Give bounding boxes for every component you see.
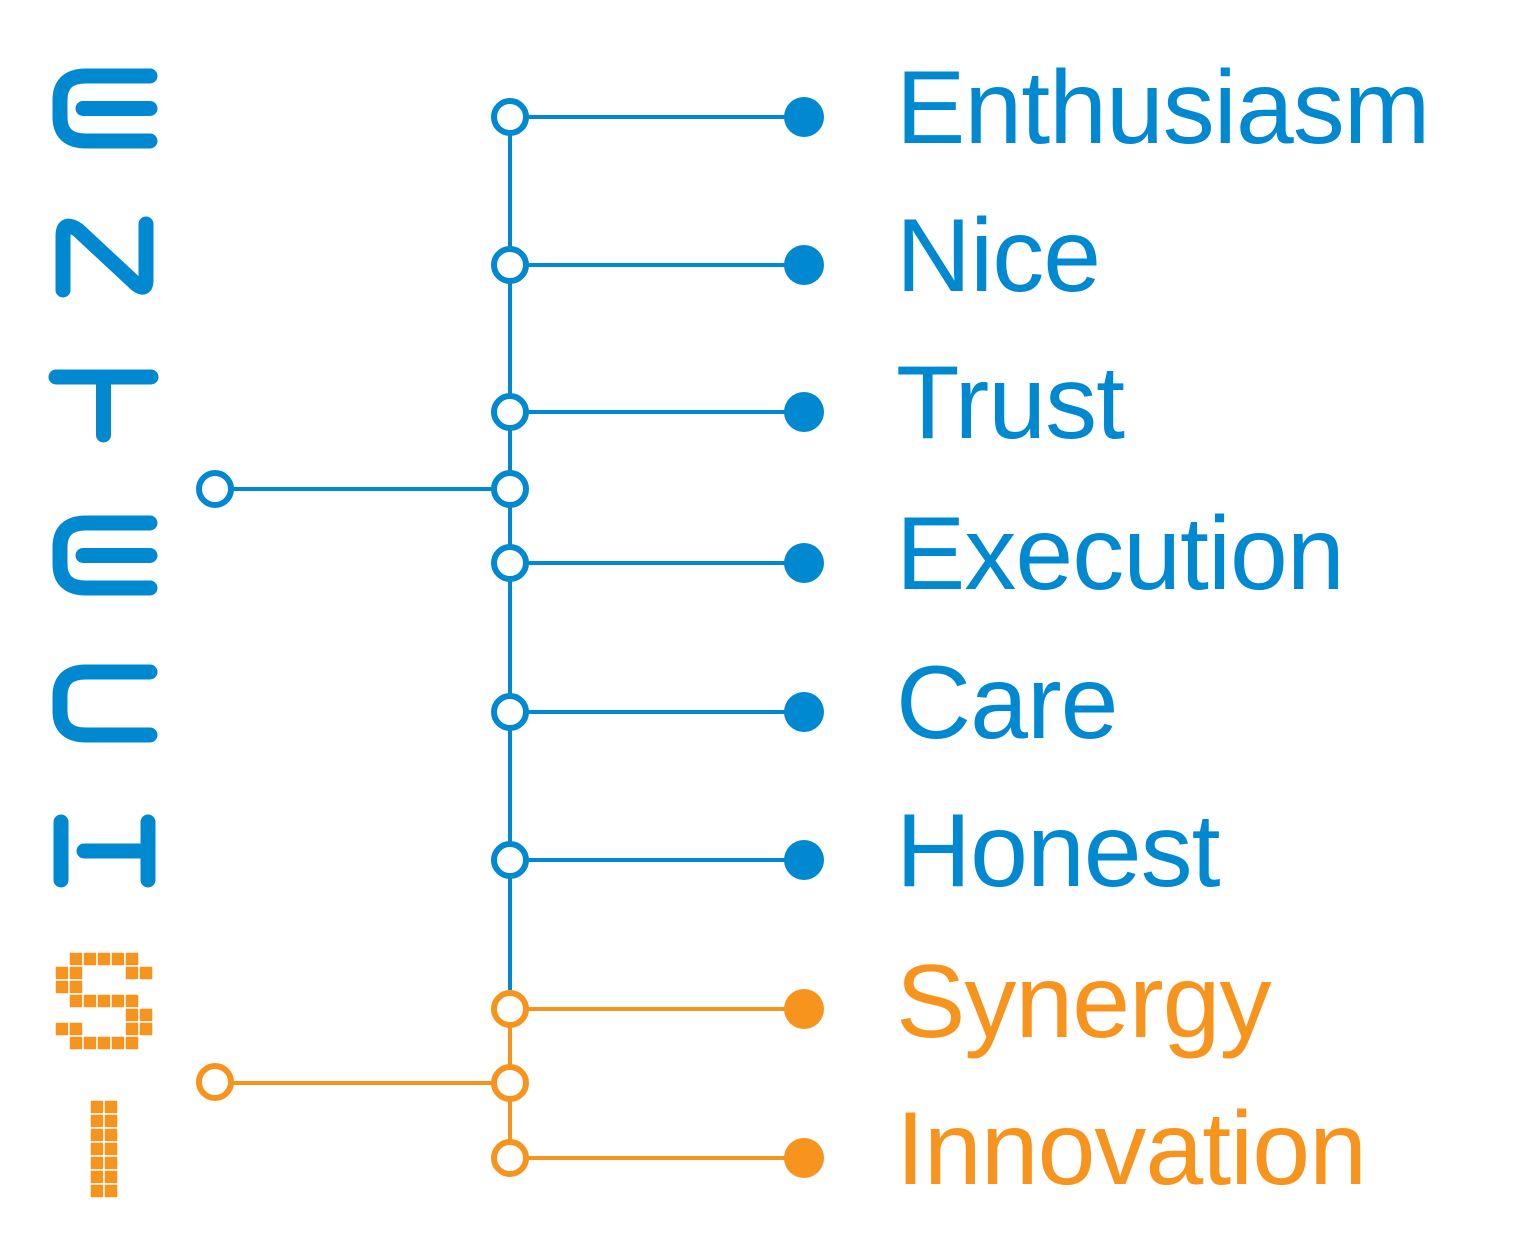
value-label-execution: Execution [896,496,1345,612]
open-node-icon [491,98,529,136]
letter-h-glyph [53,814,156,888]
letter-n-glyph [55,216,154,298]
junction-node-icon [491,470,529,508]
filled-node-icon [784,1138,824,1178]
filled-node-icon [784,245,824,285]
junction-node-icon [491,1064,529,1102]
open-node-icon [491,990,529,1028]
value-label-honest: Honest [896,793,1221,909]
filled-node-icon [784,692,824,732]
letter-e-glyph [52,68,158,149]
letter-i-pixel-glyph [89,1099,119,1199]
value-label-synergy: Synergy [896,944,1272,1060]
open-node-icon [491,841,529,879]
filled-node-icon [784,97,824,137]
si-source-node-icon [196,1063,234,1101]
value-label-innovation: Innovation [896,1091,1367,1207]
filled-node-icon [784,543,824,583]
letter-s-pixel-glyph [54,951,154,1051]
value-label-enthusiasm: Enthusiasm [896,50,1430,166]
open-node-icon [491,544,529,582]
filled-node-icon [784,392,824,432]
filled-node-icon [784,989,824,1029]
open-node-icon [491,1139,529,1177]
letter-e-glyph [52,515,158,596]
open-node-icon [491,246,529,284]
letter-c-glyph [52,664,158,743]
value-label-trust: Trust [896,345,1125,461]
open-node-icon [491,693,529,731]
filled-node-icon [784,840,824,880]
value-label-nice: Nice [896,198,1101,314]
value-label-care: Care [896,645,1118,761]
letter-t-glyph [48,369,159,443]
entech-source-node-icon [196,470,234,508]
open-node-icon [491,393,529,431]
